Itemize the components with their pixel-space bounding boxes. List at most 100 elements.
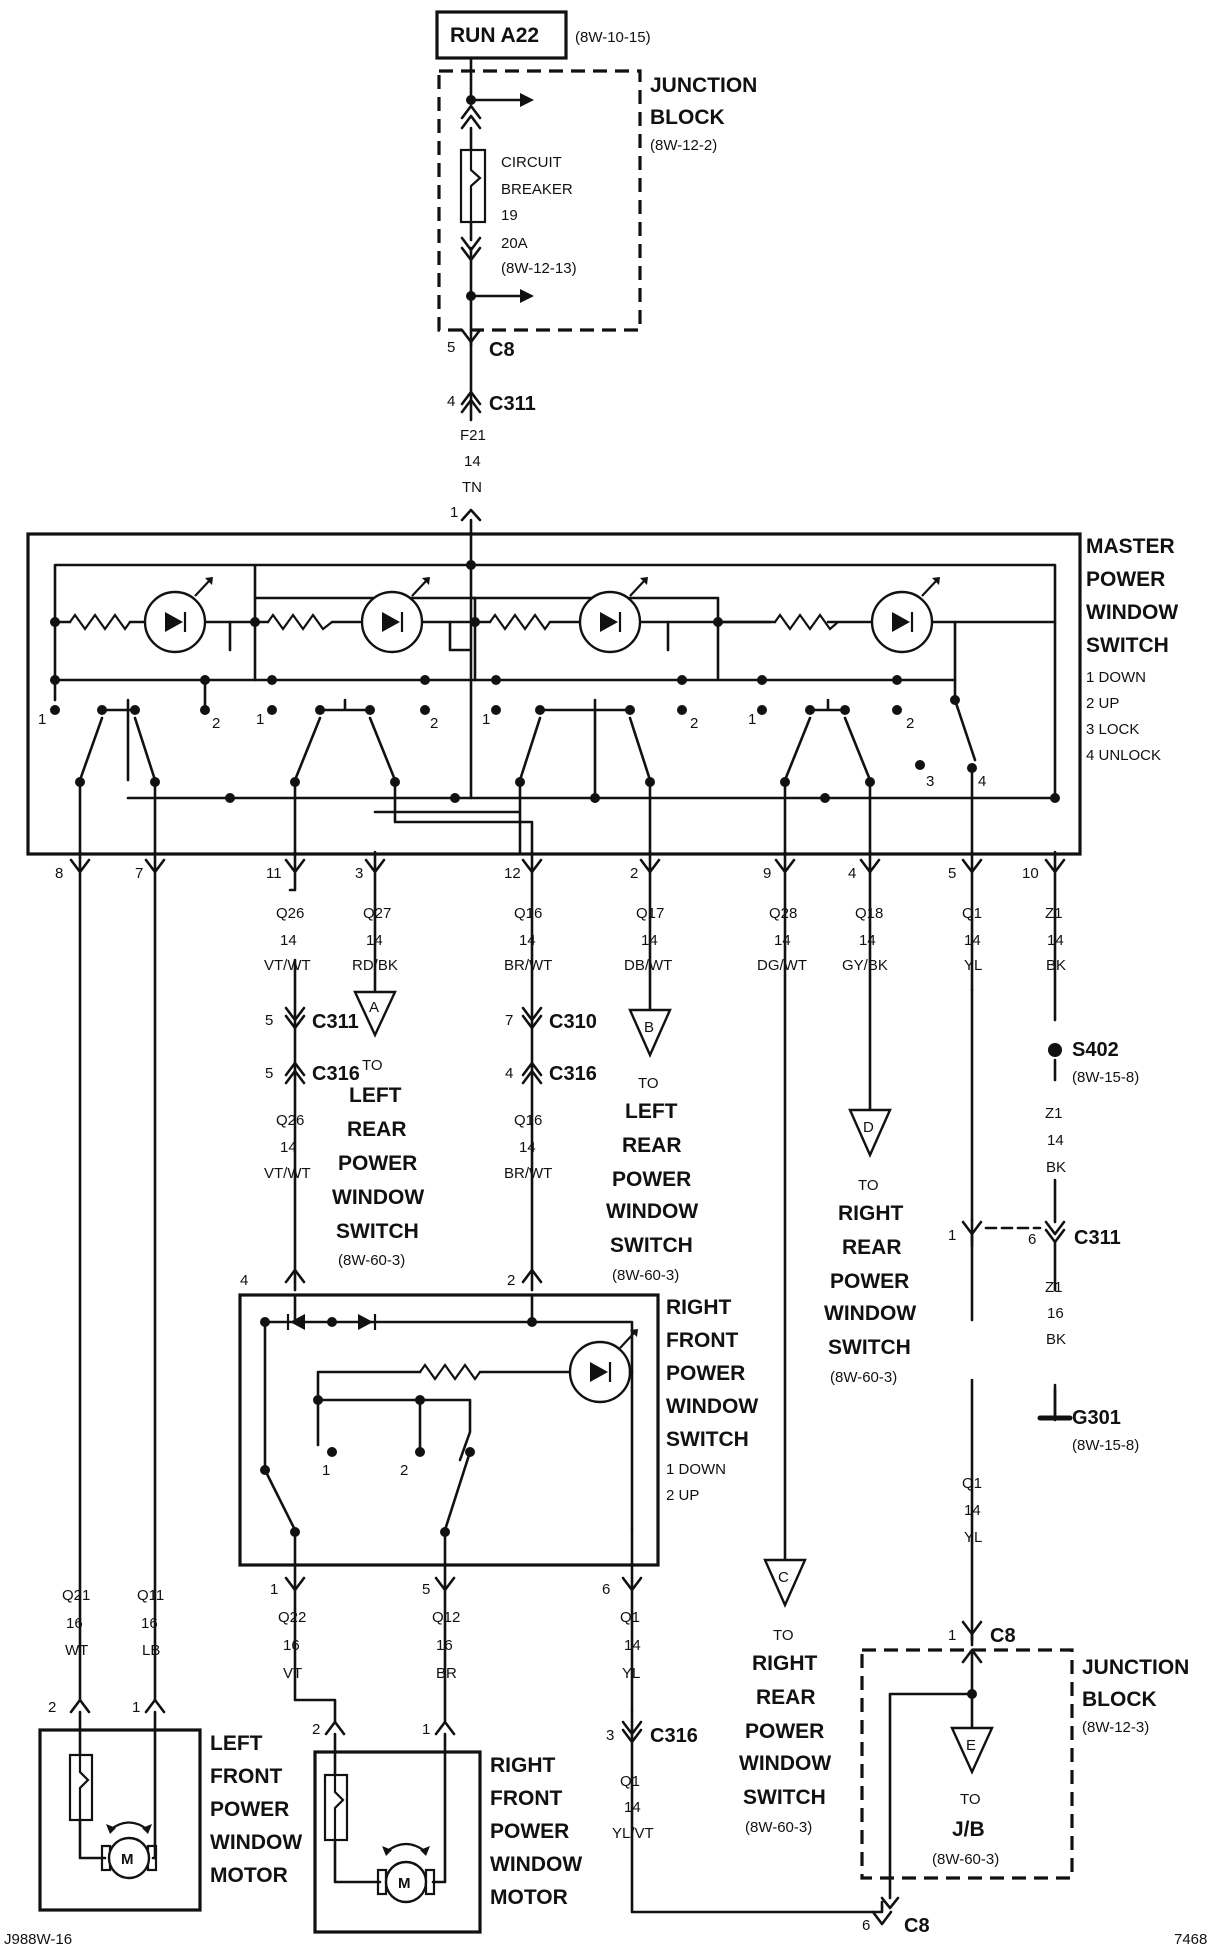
svg-text:YL: YL xyxy=(622,1665,640,1682)
master-switch-title: MASTER xyxy=(1086,535,1175,558)
master-switch-title-4: SWITCH xyxy=(1086,634,1169,657)
svg-text:14: 14 xyxy=(774,932,791,949)
svg-text:6: 6 xyxy=(862,1917,870,1934)
svg-text:2: 2 xyxy=(48,1699,56,1716)
svg-text:Q26: Q26 xyxy=(276,905,304,922)
svg-text:14: 14 xyxy=(280,932,297,949)
svg-text:(8W-60-3): (8W-60-3) xyxy=(830,1369,897,1386)
svg-text:Q11: Q11 xyxy=(137,1587,164,1604)
svg-text:2: 2 xyxy=(507,1272,515,1289)
svg-text:Z1: Z1 xyxy=(1045,1105,1063,1122)
ground-g301: G301(8W-15-8) xyxy=(1037,1383,1139,1454)
svg-text:POWER: POWER xyxy=(745,1720,824,1743)
svg-text:5: 5 xyxy=(265,1065,273,1082)
svg-text:BR: BR xyxy=(436,1665,457,1682)
rf-motor-symbol: M xyxy=(376,1842,436,1904)
feed-wire-pin: 1 xyxy=(450,504,458,521)
svg-text:LEFT: LEFT xyxy=(210,1732,263,1755)
svg-text:WT: WT xyxy=(65,1642,88,1659)
svg-text:14: 14 xyxy=(280,1139,297,1156)
svg-text:POWER: POWER xyxy=(338,1152,417,1175)
c8-label: C8 xyxy=(489,339,515,361)
svg-text:(8W-60-3): (8W-60-3) xyxy=(338,1252,405,1269)
svg-text:BR/WT: BR/WT xyxy=(504,957,552,974)
svg-text:Q1: Q1 xyxy=(620,1609,640,1626)
c311-top-connector: 4 C311 xyxy=(447,340,536,422)
master-legend-lock: 3 LOCK xyxy=(1086,721,1139,738)
svg-text:YL: YL xyxy=(964,1529,982,1546)
master-contact-1d: 1 xyxy=(748,711,756,728)
svg-text:YL/VT: YL/VT xyxy=(612,1825,654,1842)
master-contact-3: 3 xyxy=(926,773,934,790)
svg-text:Q27: Q27 xyxy=(363,905,391,922)
svg-text:1: 1 xyxy=(322,1462,330,1479)
svg-text:REAR: REAR xyxy=(347,1118,407,1141)
svg-text:RD/BK: RD/BK xyxy=(352,957,398,974)
svg-text:REAR: REAR xyxy=(756,1686,816,1709)
svg-text:2: 2 xyxy=(400,1462,408,1479)
indicator-led-2 xyxy=(360,577,430,654)
master-legend-unlock: 4 UNLOCK xyxy=(1086,747,1161,764)
master-power-window-switch: MASTER POWER WINDOW SWITCH 1 DOWN 2 UP 3… xyxy=(26,532,1178,856)
svg-text:(8W-60-3): (8W-60-3) xyxy=(612,1267,679,1284)
svg-text:WINDOW: WINDOW xyxy=(332,1186,424,1209)
svg-text:14: 14 xyxy=(624,1637,641,1654)
svg-text:C316: C316 xyxy=(312,1063,360,1085)
svg-text:SWITCH: SWITCH xyxy=(828,1336,911,1359)
master-pin-10: 10 xyxy=(1022,850,1066,882)
feed-wire-gauge: 14 xyxy=(464,453,481,470)
master-contact-2c: 2 xyxy=(690,715,698,732)
c311-pin: 4 xyxy=(447,393,455,410)
svg-text:LB: LB xyxy=(142,1642,160,1659)
svg-text:C310: C310 xyxy=(549,1011,597,1033)
svg-text:1 DOWN: 1 DOWN xyxy=(666,1461,726,1478)
svg-text:JUNCTION: JUNCTION xyxy=(1082,1656,1189,1679)
svg-text:12: 12 xyxy=(504,865,521,882)
svg-text:Z1: Z1 xyxy=(1045,1279,1063,1296)
c311-label: C311 xyxy=(489,393,536,415)
svg-text:10: 10 xyxy=(1022,865,1039,882)
master-legend-down: 1 DOWN xyxy=(1086,669,1146,686)
svg-text:Q1: Q1 xyxy=(620,1773,640,1790)
svg-text:14: 14 xyxy=(624,1799,641,1816)
diagram-number: 7468 xyxy=(1174,1931,1207,1948)
svg-text:Q16: Q16 xyxy=(514,905,542,922)
run-a22-feed: RUN A22 (8W-10-15) xyxy=(435,10,651,60)
svg-text:Q28: Q28 xyxy=(769,905,797,922)
master-pin-8: 8 xyxy=(55,850,91,882)
svg-text:C316: C316 xyxy=(650,1725,698,1747)
svg-text:C311: C311 xyxy=(312,1011,359,1033)
svg-text:14: 14 xyxy=(366,932,383,949)
c8-top-connector: 5 C8 xyxy=(447,328,515,361)
master-pin-3: 3 xyxy=(355,850,386,882)
svg-text:FRONT: FRONT xyxy=(666,1329,738,1352)
svg-text:(8W-12-3): (8W-12-3) xyxy=(1082,1719,1149,1736)
svg-text:TO: TO xyxy=(638,1075,659,1092)
indicator-led-3 xyxy=(578,577,648,654)
master-contact-1a: 1 xyxy=(38,711,46,728)
svg-text:4: 4 xyxy=(505,1065,513,1082)
right-front-power-window-motor: 2 1 RIGHT FRONT POWER WINDOW MOTOR M xyxy=(312,1720,582,1934)
svg-text:14: 14 xyxy=(519,932,536,949)
svg-text:GY/BK: GY/BK xyxy=(842,957,888,974)
svg-text:(8W-60-3): (8W-60-3) xyxy=(932,1851,999,1868)
svg-text:2: 2 xyxy=(630,865,638,882)
master-pin-5: 5 xyxy=(948,850,983,882)
svg-text:16: 16 xyxy=(1047,1305,1064,1322)
svg-text:DB/WT: DB/WT xyxy=(624,957,672,974)
svg-text:Q12: Q12 xyxy=(432,1609,460,1626)
